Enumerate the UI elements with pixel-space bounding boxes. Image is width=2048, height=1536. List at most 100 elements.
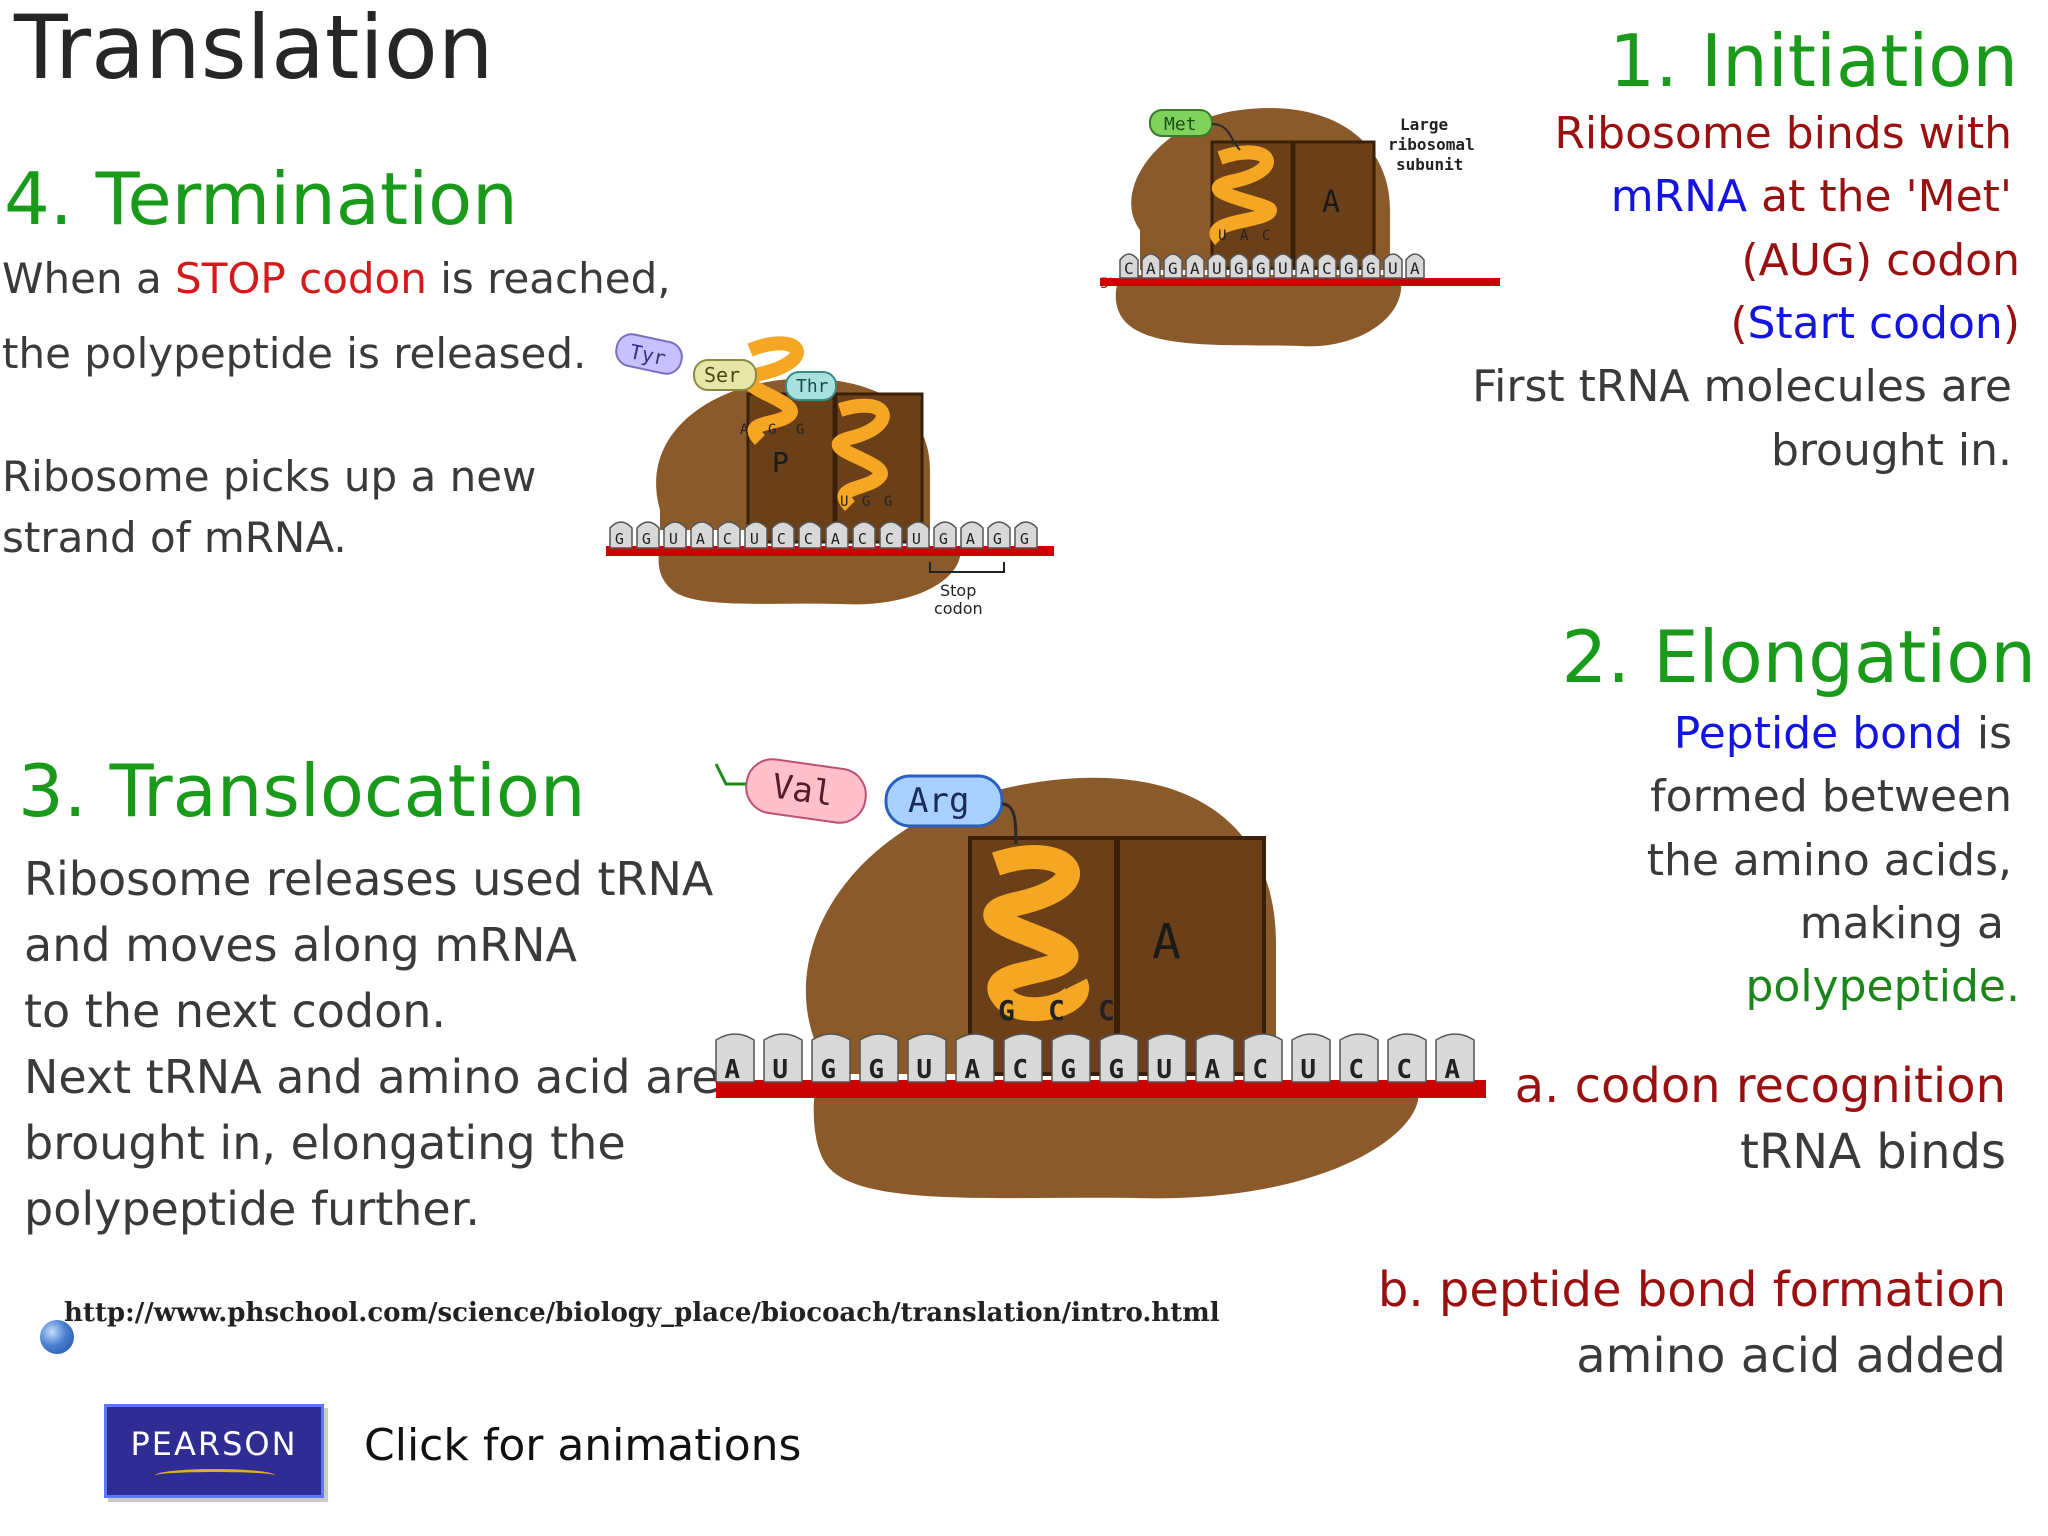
init-mrna-tab-0	[1119, 253, 1139, 279]
thr-bubble	[785, 371, 837, 401]
init-mrna-tab-10	[1339, 253, 1359, 279]
stop-codon-text: STOP codon	[175, 254, 427, 303]
large-label: Large	[1400, 115, 1448, 134]
term-mrna-base-10: C	[885, 530, 894, 548]
init-mrna-tab-11	[1361, 253, 1381, 279]
initiation-line-1: Ribosome binds with	[1554, 108, 2012, 159]
pearson-swoosh-icon	[155, 1469, 275, 1482]
elongation-line-3: the amino acids,	[1646, 834, 2012, 886]
trans-mrna-base-10: A	[1204, 1055, 1220, 1085]
stop-label: Stop	[940, 581, 976, 600]
init-mrna-base-7: U	[1278, 259, 1288, 278]
term-p-anticodon-1: G	[768, 422, 776, 438]
trans-mrna-base-12: U	[1300, 1055, 1316, 1085]
term-mrna-tab-5	[744, 521, 768, 549]
term-mrna-tab-3	[690, 521, 714, 549]
click-for-animations-text: Click for animations	[364, 1420, 802, 1471]
trans-anticodon-1: C	[1048, 994, 1065, 1027]
term-helix-2	[832, 398, 890, 511]
pearson-button[interactable]: PEARSON	[104, 1404, 324, 1498]
trans-mrna-base-0: A	[724, 1055, 740, 1085]
trans-mrna-base-8: G	[1108, 1055, 1124, 1085]
trans-mrna-tab-10	[1195, 1033, 1235, 1083]
trans-p-site	[968, 836, 1118, 1076]
val-bubble	[745, 758, 867, 824]
termination-line-1-pre: When a	[2, 254, 176, 303]
trans-mrna-tab-12	[1291, 1033, 1331, 1083]
elongation-line-4: making a	[1799, 898, 2004, 950]
peptide-bond-formation-body: amino acid added	[1576, 1328, 2006, 1384]
ser-bubble	[693, 359, 757, 391]
initiation-line-2-rest: at the 'Met'	[1747, 171, 2012, 223]
init-mrna-tab-3	[1185, 253, 1205, 279]
elongation-heading: 2. Elongation	[1561, 615, 2036, 699]
trans-mrna-base-9: U	[1156, 1055, 1172, 1085]
term-mrna-tab-11	[906, 521, 930, 549]
elongation-line-2: formed between	[1650, 771, 2012, 823]
init-anticodon-2: C	[1262, 228, 1270, 244]
trans-mrna-base-4: U	[916, 1055, 932, 1085]
initiation-line-3: (AUG) codon	[1741, 234, 2020, 286]
term-small-subunit	[658, 546, 961, 605]
met-link	[1211, 123, 1241, 151]
thr-label: Thr	[796, 376, 829, 397]
trans-mrna-base-1: U	[772, 1055, 788, 1085]
trans-mrna-base-7: G	[1060, 1055, 1076, 1085]
term-mrna-base-1: G	[642, 530, 651, 548]
a-site-label: A	[1322, 185, 1340, 220]
trans-mrna-tab-4	[907, 1033, 947, 1083]
source-url-link[interactable]: http://www.phschool.com/science/biology_…	[64, 1298, 1220, 1328]
term-mrna-tab-0	[609, 521, 633, 549]
init-mrna-base-11: G	[1366, 259, 1376, 278]
init-mrna-tab-4	[1207, 253, 1227, 279]
translocation-line-3: to the next codon.	[24, 984, 446, 1038]
translocation-line-5: brought in, elongating the	[24, 1116, 626, 1170]
stop-codon-bracket	[929, 562, 1005, 573]
globe-icon[interactable]	[40, 1320, 74, 1354]
five-prime-label: 5'	[1100, 276, 1113, 292]
trans-mrna-tab-9	[1147, 1033, 1187, 1083]
trans-mrna-base-3: G	[868, 1055, 884, 1085]
trans-a-site	[1116, 836, 1266, 1076]
elongation-line-1: Peptide bond is	[1412, 702, 2012, 765]
init-mrna-base-4: U	[1212, 259, 1222, 278]
term-mrna-tab-14	[987, 521, 1011, 549]
termination-text: When a STOP codon is reached, the polype…	[2, 250, 671, 566]
elongation-line-1-rest: is	[1962, 708, 2012, 759]
init-mrna-base-13: A	[1410, 259, 1420, 278]
translocation-line-6: polypeptide further.	[24, 1182, 481, 1236]
term-mrna-tab-8	[825, 521, 849, 549]
translocation-line-1: Ribosome releases used tRNA	[24, 852, 714, 906]
init-mrna-base-5: G	[1234, 259, 1244, 278]
term-p-anticodon-2: G	[796, 422, 804, 438]
trans-mrna-tab-6	[1003, 1033, 1043, 1083]
termination-mrna-strand	[606, 546, 1054, 556]
translocation-text: Ribosome releases used tRNA and moves al…	[24, 846, 720, 1242]
start-codon-text: Start codon	[1747, 298, 2003, 350]
trans-mrna-tab-0	[715, 1033, 755, 1083]
trans-mrna-tab-8	[1099, 1033, 1139, 1083]
termination-line-3: Ribosome picks up a new	[2, 452, 537, 502]
trans-mrna-tab-15	[1435, 1033, 1475, 1083]
subunit-label: subunit	[1396, 155, 1463, 174]
chain-link	[714, 763, 746, 786]
termination-line-1: When a STOP codon is reached,	[2, 250, 671, 307]
term-mrna-base-14: G	[993, 530, 1002, 548]
init-mrna-base-10: G	[1344, 259, 1354, 278]
trans-mrna-base-15: A	[1444, 1055, 1460, 1085]
term-mrna-tab-9	[852, 521, 876, 549]
trans-anticodon-2: C	[1098, 994, 1115, 1027]
codon-label: codon	[934, 599, 983, 618]
term-mrna-tab-7	[798, 521, 822, 549]
term-anticodon-p: A G G	[740, 422, 804, 438]
init-mrna-base-9: C	[1322, 259, 1332, 278]
term-mrna-tab-13	[960, 521, 984, 549]
elongation-text: Peptide bond is formed between the amino…	[1412, 702, 2020, 1019]
termination-heading: 4. Termination	[4, 157, 518, 241]
trans-mrna-tab-5	[955, 1033, 995, 1083]
init-mrna-tab-8	[1295, 253, 1315, 279]
page-title: Translation	[14, 0, 494, 99]
term-mrna-base-7: C	[804, 530, 813, 548]
term-mrna-base-3: A	[696, 530, 705, 548]
